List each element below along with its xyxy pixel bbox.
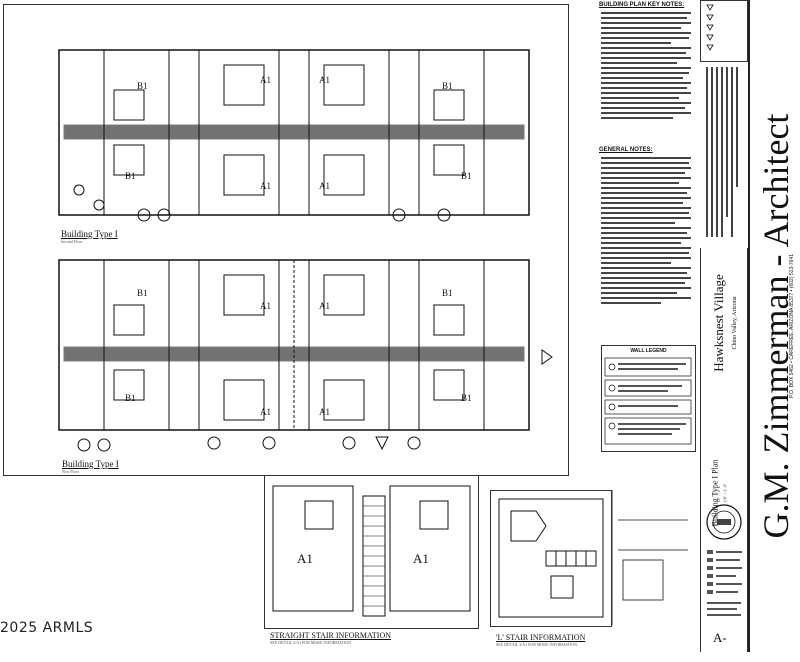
project-name: Hawksnest Village xyxy=(711,274,726,372)
stair-section-drawing xyxy=(618,519,688,601)
l-stair-detail xyxy=(490,490,612,627)
stamp-text-area xyxy=(702,62,746,242)
sheet-scale: 1/8" = 1'-0" xyxy=(722,483,728,503)
unit-label-b1: B1 xyxy=(125,171,136,181)
lower-plan-title-block: Building Type I First Floor xyxy=(62,459,119,474)
plan-subtitle: Second Floor xyxy=(61,239,83,244)
straight-stair-caption-block: STRAIGHT STAIR INFORMATION SEE DETAIL 3/… xyxy=(270,631,391,645)
legend-title: WALL LEGEND xyxy=(630,348,667,354)
unit-label-a1: A1 xyxy=(297,551,313,566)
sheet-info-table xyxy=(707,550,742,616)
unit-label-a1: A1 xyxy=(319,75,330,85)
unit-label-a1: A1 xyxy=(260,75,271,85)
project-location: Chino Valley, Arizona xyxy=(732,296,738,350)
l-stair-drawing xyxy=(498,498,604,618)
project-title-column: Hawksnest Village Chino Valley, Arizona … xyxy=(700,248,748,652)
unit-label-a1: A1 xyxy=(413,551,429,566)
unit-label-a1: A1 xyxy=(260,181,271,191)
revision-triangles xyxy=(706,4,714,51)
architect-address: P.O. BOX 5462 • CAREFREE, ARIZONA 85377 … xyxy=(789,253,795,399)
unit-label-b1: B1 xyxy=(442,288,453,298)
straight-stair-drawing xyxy=(272,485,471,617)
vertical-disclaimer-text xyxy=(706,67,738,237)
key-notes-title: BUILDING PLAN KEY NOTES: xyxy=(599,2,685,8)
stair-subcaption: SEE DETAIL 3/A1 FOR MORE INFORMATION xyxy=(270,640,351,645)
unit-label-b1: B1 xyxy=(461,171,472,181)
stair-detail-section xyxy=(612,490,698,625)
stair-subcaption: SEE DETAIL 3/A1 FOR MORE INFORMATION xyxy=(496,642,577,647)
sheet-number: A- xyxy=(713,630,727,645)
notes-section: BUILDING PLAN KEY NOTES: GENERAL NOTES: xyxy=(599,2,695,332)
plan-subtitle: First Floor xyxy=(62,469,80,474)
l-stair-caption-block: 'L' STAIR INFORMATION SEE DETAIL 3/A1 FO… xyxy=(496,633,585,647)
wall-legend: WALL LEGEND xyxy=(601,345,696,452)
floor-plans-panel: B1 A1 A1 B1 B1 A1 A1 B1 B1 A1 A1 B1 B1 A… xyxy=(3,4,569,476)
mls-watermark: 2025 ARMLS xyxy=(0,620,94,636)
plan-title: Building Type I xyxy=(61,229,118,239)
plan-title: Building Type I xyxy=(62,459,119,469)
straight-stair-detail: A1 A1 xyxy=(264,475,479,629)
floor-plan-drawing xyxy=(58,49,553,452)
unit-label-b1: B1 xyxy=(125,393,136,403)
general-notes-title: GENERAL NOTES: xyxy=(599,147,653,153)
unit-label-a1: A1 xyxy=(319,181,330,191)
unit-label-a1: A1 xyxy=(319,407,330,417)
architect-seal-icon xyxy=(706,504,742,540)
unit-label-b1: B1 xyxy=(442,81,453,91)
revision-block xyxy=(700,0,748,62)
stair-caption: 'L' STAIR INFORMATION xyxy=(496,633,586,642)
unit-label-b1: B1 xyxy=(461,393,472,403)
key-notes-text xyxy=(601,12,691,119)
unit-label-a1: A1 xyxy=(319,301,330,311)
stair-caption: STRAIGHT STAIR INFORMATION xyxy=(270,631,391,640)
legend-body xyxy=(604,357,692,445)
general-notes-text xyxy=(601,157,691,304)
upper-plan-title-block: Building Type I Second Floor xyxy=(61,229,118,244)
unit-label-a1: A1 xyxy=(260,301,271,311)
architect-title-block: G.M. Zimmerman - Architect P.O. BOX 5462… xyxy=(748,0,800,652)
unit-label-a1: A1 xyxy=(260,407,271,417)
unit-label-b1: B1 xyxy=(137,288,148,298)
unit-label-b1: B1 xyxy=(137,81,148,91)
